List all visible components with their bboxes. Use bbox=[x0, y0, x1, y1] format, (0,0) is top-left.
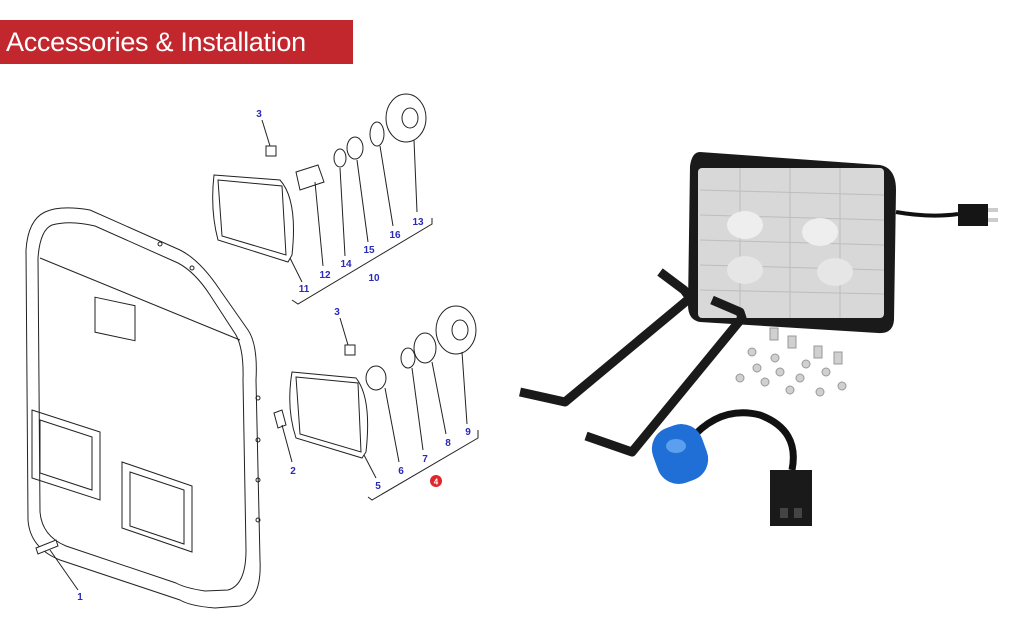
blue-h13-connector bbox=[651, 424, 709, 484]
callout-16: 16 bbox=[389, 230, 401, 241]
upper-lamp-assembly bbox=[212, 93, 433, 305]
callout-4-badge bbox=[430, 475, 442, 487]
callout-13: 13 bbox=[412, 217, 424, 228]
wiring-harness-adapter bbox=[651, 409, 812, 526]
headlight-housing-panel bbox=[25, 207, 261, 609]
mounting-brackets bbox=[519, 268, 747, 457]
callout-3-lower: 3 bbox=[334, 307, 340, 318]
callout-11: 11 bbox=[299, 284, 310, 295]
lower-lamp-assembly bbox=[273, 305, 479, 501]
callout-8: 8 bbox=[445, 438, 451, 449]
bolts-and-washers bbox=[735, 327, 847, 397]
callout-3-upper: 3 bbox=[256, 109, 262, 120]
callout-12: 12 bbox=[319, 270, 331, 281]
callout-15: 15 bbox=[363, 245, 375, 256]
callout-14: 14 bbox=[340, 259, 352, 270]
callout-9: 9 bbox=[465, 427, 471, 438]
section-title-banner: Accessories & Installation bbox=[0, 20, 353, 64]
callout-5: 5 bbox=[375, 481, 381, 492]
callout-1: 1 bbox=[77, 592, 83, 603]
led-work-light-product bbox=[688, 152, 998, 334]
callout-7: 7 bbox=[422, 454, 428, 465]
callout-4: 4 bbox=[434, 478, 439, 487]
callout-labels: 3 11 12 14 15 16 13 10 3 2 5 6 7 8 9 4 1 bbox=[77, 109, 471, 603]
callout-6: 6 bbox=[398, 466, 404, 477]
black-socket-connector bbox=[770, 470, 812, 526]
callout-2: 2 bbox=[290, 466, 296, 477]
power-plug bbox=[958, 204, 988, 226]
callout-10: 10 bbox=[368, 273, 380, 284]
screw-part bbox=[35, 539, 79, 591]
